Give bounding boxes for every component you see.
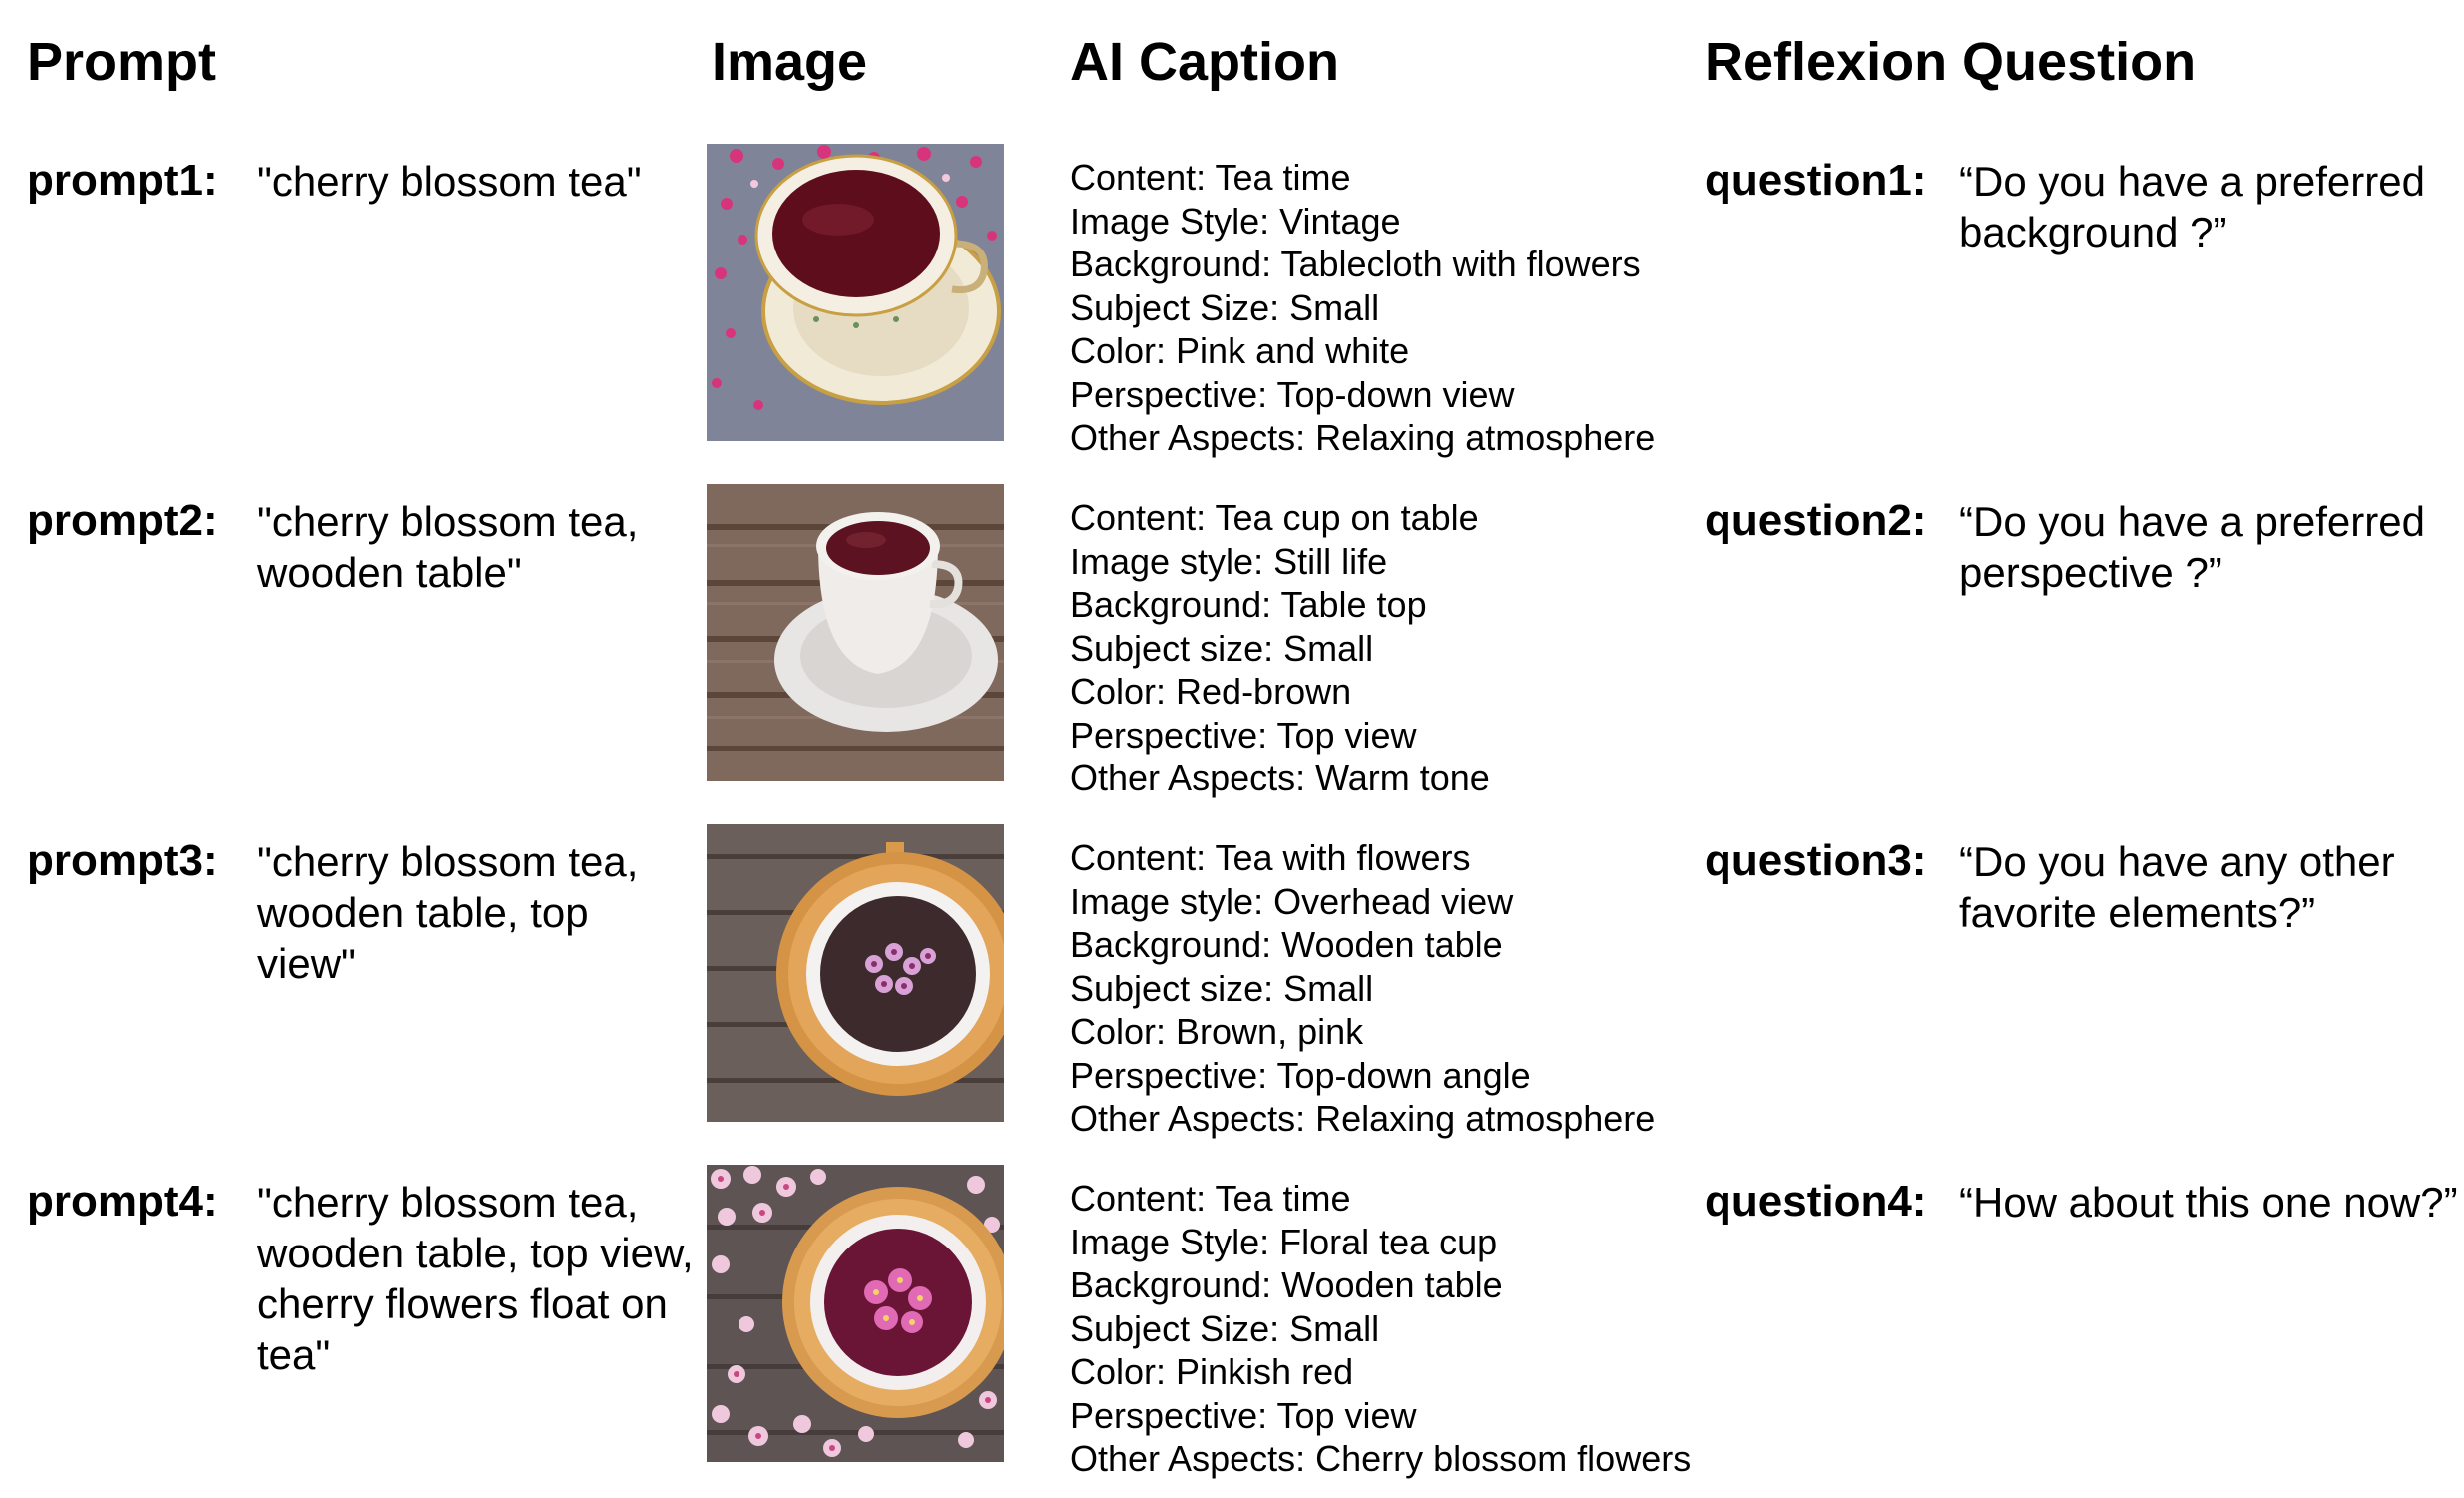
question-text: “How about this one now?” [1959,1179,2458,1226]
prompt-label: prompt1: [27,156,218,205]
caption-line: Content: Tea with flowers [1070,837,1471,878]
caption-line: Other Aspects: Relaxing atmosphere [1070,417,1656,458]
caption-line: Color: Pink and white [1070,330,1410,371]
table-row: prompt2: "cherry blossom tea, wooden tab… [0,484,2464,803]
caption-line: Other Aspects: Cherry blossom flowers [1070,1438,1692,1479]
caption-line: Subject Size: Small [1070,1307,1380,1349]
table-row: prompt4: "cherry blossom tea, wooden tab… [0,1165,2464,1484]
caption-line: Other Aspects: Warm tone [1070,757,1490,798]
caption-line: Other Aspects: Relaxing atmosphere [1070,1098,1656,1139]
question-label: question3: [1705,836,1927,885]
header-reflexion-question: Reflexion Question [1705,32,2197,92]
caption-line: Image Style: Floral tea cup [1070,1221,1498,1262]
question-text: “Do you have any other favorite elements… [1959,838,2395,936]
prompt-text: "cherry blossom tea" [257,158,642,205]
caption-line: Background: Wooden table [1070,924,1503,965]
ai-caption: Content: Tea cup on table Image style: S… [1070,496,1709,800]
caption-line: Color: Brown, pink [1070,1011,1364,1052]
caption-line: Perspective: Top-down angle [1070,1054,1531,1096]
header-ai-caption: AI Caption [1070,32,1339,92]
caption-line: Image Style: Vintage [1070,200,1401,242]
question-text: “Do you have a preferred background ?” [1959,158,2425,255]
caption-line: Subject Size: Small [1070,286,1380,328]
generated-image-teacup-top-view [707,824,1004,1122]
question-text: “Do you have a preferred perspective ?” [1959,498,2425,596]
table-row: prompt1: "cherry blossom tea" Content: T… [0,144,2464,463]
prompt-text: "cherry blossom tea, wooden table, top v… [257,1179,694,1378]
caption-line: Perspective: Top view [1070,1394,1417,1436]
caption-line: Background: Wooden table [1070,1264,1503,1305]
header-prompt: Prompt [27,32,216,92]
ai-caption: Content: Tea with flowers Image style: O… [1070,836,1709,1141]
ai-caption: Content: Tea time Image Style: Vintage B… [1070,156,1709,460]
generated-image-cherry-flowers-tea [707,1165,1004,1462]
caption-line: Image style: Still life [1070,540,1388,582]
caption-line: Background: Tablecloth with flowers [1070,244,1641,284]
prompt-text: "cherry blossom tea, wooden table" [257,498,639,596]
header-image: Image [712,32,868,92]
caption-line: Content: Tea time [1070,1178,1351,1219]
caption-line: Content: Tea cup on table [1070,497,1479,538]
caption-line: Subject size: Small [1070,967,1374,1009]
question-label: question1: [1705,156,1927,205]
prompt-text: "cherry blossom tea, wooden table, top v… [257,838,639,987]
caption-line: Perspective: Top-down view [1070,373,1515,415]
caption-line: Image style: Overhead view [1070,880,1514,922]
prompt-label: prompt2: [27,496,218,545]
generated-image-vintage-teacup [707,144,1004,441]
question-label: question4: [1705,1177,1927,1226]
generated-image-teacup-wooden-table [707,484,1004,781]
ai-caption: Content: Tea time Image Style: Floral te… [1070,1177,1709,1481]
table-row: prompt3: "cherry blossom tea, wooden tab… [0,824,2464,1144]
question-label: question2: [1705,496,1927,545]
caption-line: Subject size: Small [1070,627,1374,669]
prompt-label: prompt3: [27,836,218,885]
caption-line: Perspective: Top view [1070,714,1417,755]
caption-line: Background: Table top [1070,584,1427,625]
caption-line: Color: Pinkish red [1070,1351,1354,1392]
caption-line: Content: Tea time [1070,157,1351,198]
prompt-label: prompt4: [27,1177,218,1226]
caption-line: Color: Red-brown [1070,671,1352,712]
